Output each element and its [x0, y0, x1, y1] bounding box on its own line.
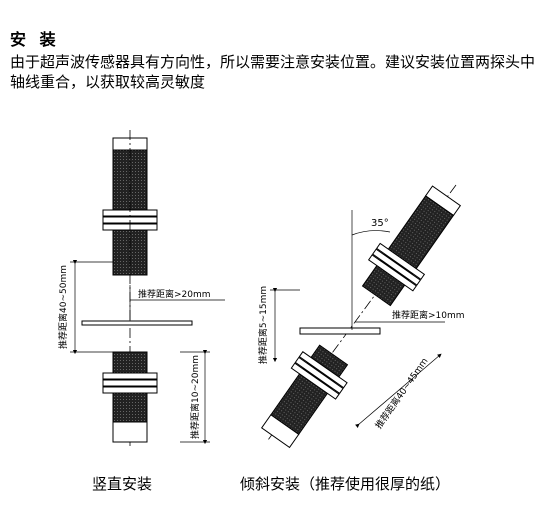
- right-label-min: 推荐距离>10mm: [392, 309, 465, 321]
- inclined-mount-diagram: 35° 推荐距离5~15mm 推荐距离>10mm 推荐距离40~45mm: [257, 184, 465, 449]
- paper-sheet-inclined: [299, 327, 381, 335]
- caption-vertical: 竖直安装: [92, 475, 153, 493]
- caption-inclined: 倾斜安装（推荐使用很厚的纸）: [240, 475, 451, 493]
- paper-sheet: [81, 320, 193, 326]
- bottom-nut-2: [102, 379, 158, 387]
- left-label-range-2: 推荐距离10~20mm: [189, 355, 201, 439]
- left-label-range-1: 推荐距离40~50mm: [57, 265, 69, 349]
- left-label-min: 推荐距离>20mm: [138, 288, 211, 300]
- top-inclined-sensor: [361, 195, 455, 307]
- vertical-mount-diagram: 推荐距离40~50mm 推荐距离>20mm 推荐距离10~20mm: [57, 130, 225, 448]
- bottom-nut-3: [102, 386, 158, 394]
- angle-label: 35°: [371, 218, 389, 229]
- section-title: 安 装: [10, 30, 60, 49]
- body-paragraph: 由于超声波传感器具有方向性，所以需要注意安装位置。建议安装位置两探头中轴线重合，…: [10, 53, 536, 91]
- bottom-sensor-cap: [112, 421, 148, 443]
- right-label-range-1: 推荐距离5~15mm: [257, 286, 269, 364]
- bottom-nut-1: [102, 372, 158, 380]
- right-label-range-2: 推荐距离40~45mm: [373, 355, 431, 431]
